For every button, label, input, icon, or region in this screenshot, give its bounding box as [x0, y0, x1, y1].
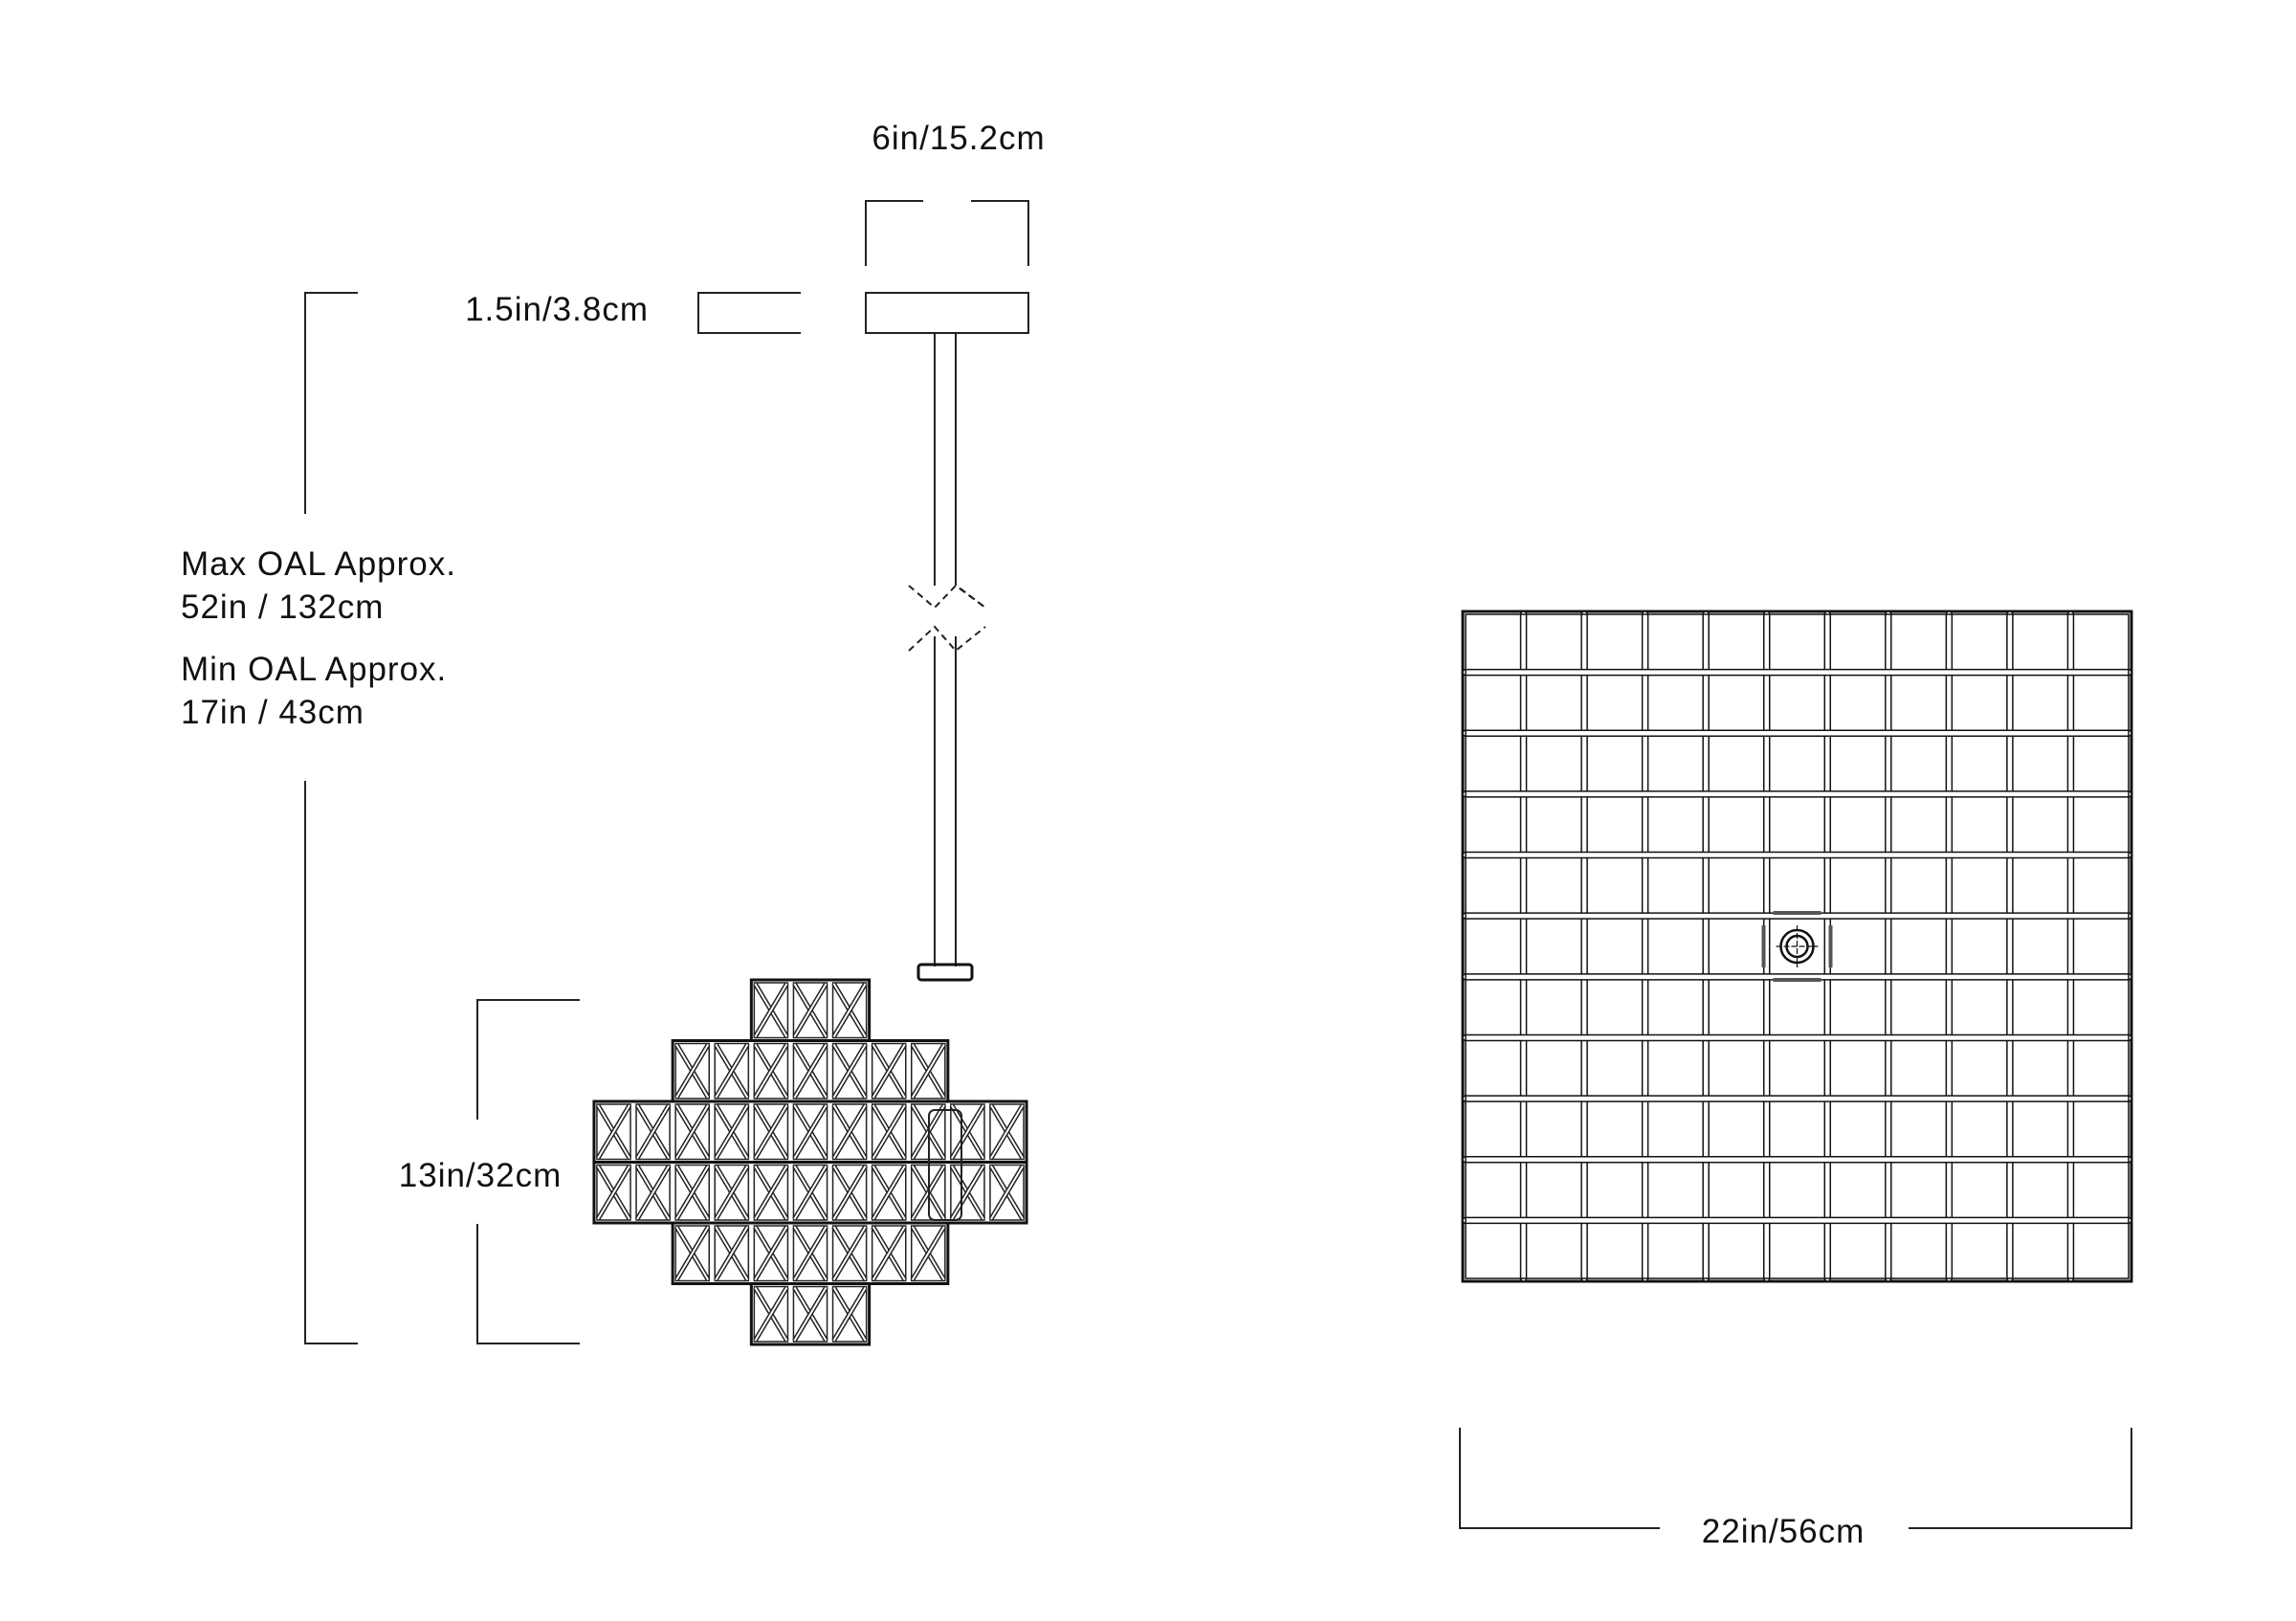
shade-width-label: 22in/56cm: [1701, 1513, 1866, 1550]
pendant-cell: [753, 982, 789, 1039]
pendant-cell: [595, 1103, 632, 1161]
canopy-height-bracket: [697, 292, 801, 334]
pendant-cell: [753, 1103, 789, 1161]
pendant-cell: [792, 1285, 828, 1343]
grid-bar-horizontal: [1462, 851, 2132, 859]
grid-bar-vertical: [1702, 611, 1710, 1282]
pendant-cell: [910, 1225, 946, 1282]
pendant-cell: [634, 1164, 672, 1221]
grid-bar-horizontal: [1462, 1095, 2132, 1102]
pendant-cell: [988, 1103, 1026, 1161]
pendant-cap: [916, 963, 974, 982]
pendant-cell: [634, 1103, 672, 1161]
pendant-cell: [714, 1225, 750, 1282]
max-oal-value: 52in / 132cm: [181, 588, 385, 626]
pendant-inner-socket: [928, 1109, 962, 1221]
pendant-cell: [595, 1164, 632, 1221]
pendant-cell: [949, 1164, 986, 1221]
grid-bar-vertical: [1519, 611, 1528, 1282]
grid-bar-vertical: [1580, 611, 1588, 1282]
shade-height-label: 13in/32cm: [398, 1157, 563, 1194]
pendant-cell: [831, 1042, 868, 1099]
pendant-cell: [714, 1164, 750, 1221]
grid-bar-vertical: [2066, 611, 2075, 1282]
grid-bar-horizontal: [1462, 790, 2132, 798]
pendant-side-view: [592, 963, 1028, 1346]
pendant-cell: [714, 1103, 750, 1161]
pendant-cell: [674, 1225, 711, 1282]
grid-bar-vertical: [1885, 611, 1892, 1282]
pendant-cell: [792, 982, 828, 1039]
pendant-cell: [792, 1164, 828, 1221]
pendant-cell: [792, 1042, 828, 1099]
pendant-cell: [674, 1164, 711, 1221]
canopy-width-label: 6in/15.2cm: [872, 120, 1046, 157]
pendant-cell: [910, 1042, 946, 1099]
grid-bar-horizontal: [1462, 668, 2132, 677]
pendant-cell: [714, 1042, 750, 1099]
max-oal-label: Max OAL Approx.: [181, 545, 456, 583]
canopy: [865, 292, 1029, 334]
pendant-cell: [831, 1225, 868, 1282]
top-view-frame: [1461, 610, 2133, 1283]
pendant-tier: [749, 1282, 872, 1346]
pendant-cell: [871, 1164, 907, 1221]
shade-width-bracket: [1459, 1428, 2132, 1529]
pendant-cell: [988, 1164, 1026, 1221]
pendant-cell: [831, 1103, 868, 1161]
grid-bar-horizontal: [1462, 1216, 2132, 1225]
pendant-cell: [949, 1103, 986, 1161]
min-oal-value: 17in / 43cm: [181, 694, 364, 731]
grid-bar-vertical: [1945, 611, 1954, 1282]
overall-length-bracket: [304, 292, 358, 1344]
grid-bar-vertical: [2006, 611, 2014, 1282]
pendant-cell: [753, 1042, 789, 1099]
center-hub-icon: [1761, 911, 1833, 982]
pendant-cell: [792, 1225, 828, 1282]
pendant-cell: [831, 982, 868, 1039]
min-oal-label: Min OAL Approx.: [181, 651, 448, 688]
pendant-cell: [753, 1225, 789, 1282]
pendant-cell: [871, 1042, 907, 1099]
pendant-cell: [674, 1103, 711, 1161]
pendant-cell: [792, 1103, 828, 1161]
grid-bar-horizontal: [1462, 1155, 2132, 1164]
canopy-width-bracket: [865, 200, 1029, 266]
canopy-height-label: 1.5in/3.8cm: [465, 291, 649, 328]
pendant-cell: [753, 1285, 789, 1343]
pendant-cell: [753, 1164, 789, 1221]
grid-bar-horizontal: [1462, 729, 2132, 738]
suspension-rod: [908, 333, 986, 966]
pendant-top-view: [1461, 610, 2133, 1283]
pendant-cell: [831, 1285, 868, 1343]
rod-break-symbol: [908, 584, 986, 653]
grid-bar-horizontal: [1462, 1033, 2132, 1042]
shade-height-bracket: [476, 999, 580, 1344]
pendant-cell: [871, 1225, 907, 1282]
pendant-cell: [674, 1042, 711, 1099]
pendant-cell: [831, 1164, 868, 1221]
pendant-cell: [871, 1103, 907, 1161]
grid-bar-vertical: [1641, 611, 1649, 1282]
